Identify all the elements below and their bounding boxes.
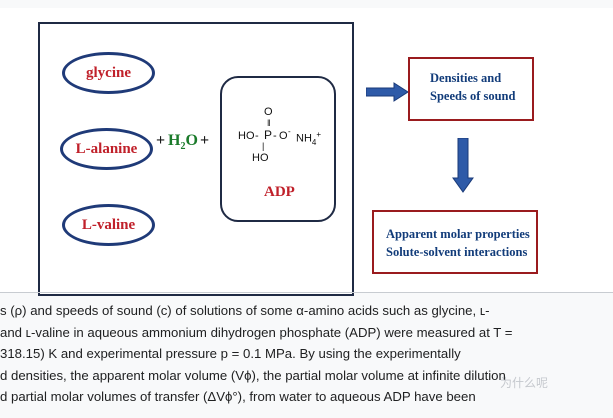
right-arrow-icon [366,82,409,102]
phosphate-charge: - [288,127,291,136]
result-line: Speeds of sound [430,89,516,103]
water-h: H [168,132,181,149]
phosphate-o: O [279,130,288,142]
water-o: O [185,132,198,149]
double-bond-icon: ‖ [267,118,271,128]
abstract-line: and ʟ-valine in aqueous ammonium dihydro… [0,324,513,340]
phosphate-o-top: O [264,106,273,118]
phosphate-structure: O ‖ HO - P - O - NH4+ | HO [238,106,334,166]
water-formula: H2O [168,132,198,152]
abstract-line: d partial molar volumes of transfer (ΔVϕ… [0,389,476,404]
ammonium-nh: NH [296,132,312,145]
abstract-line: 318.15) K and experimental pressure p = … [0,346,461,361]
ammonium-subscript: 4 [311,137,317,147]
bond-icon: - [255,130,259,142]
result-box-densities: Densities and Speeds of sound [408,57,534,121]
amino-acid-ellipse-glycine: glycine [62,52,155,94]
adp-box [220,76,336,222]
result-line: Densities and [430,71,502,85]
amino-acid-ellipse-l-alanine: L-alanine [60,128,153,170]
plus-sign: + [200,132,210,149]
watermark: 为什么呢 [500,376,549,390]
divider [0,292,613,293]
ammonium: NH4+ [296,130,321,147]
bond-icon: - [273,130,277,142]
abstract-text: s (ρ) and speeds of sound (c) of solutio… [0,300,613,408]
amino-acid-label: L-alanine [75,140,138,157]
plus-sign: + [156,132,166,149]
amino-acid-label: glycine [86,64,131,81]
bond-icon: | [262,141,265,151]
adp-label: ADP [264,184,295,200]
graphical-abstract-figure: glycine L-alanine L-valine + H2O + O ‖ H… [0,8,613,296]
abstract-line: d densities, the apparent molar volume (… [0,367,506,383]
phosphate-ho-bottom: HO [252,152,269,164]
result-line: Apparent molar properties [386,227,530,241]
amino-acid-label: L-valine [81,216,136,233]
result-box-apparent-molar: Apparent molar properties Solute-solvent… [372,210,538,274]
ammonium-charge: + [316,130,322,139]
abstract-line: s (ρ) and speeds of sound (c) of solutio… [0,303,490,318]
phosphate-p: P [264,128,273,142]
amino-acid-ellipse-l-valine: L-valine [62,204,155,246]
water-subscript: 2 [180,141,186,153]
result-line: Solute-solvent interactions [386,245,528,259]
phosphate-ho-left: HO [238,130,255,142]
down-arrow-icon [452,138,474,193]
